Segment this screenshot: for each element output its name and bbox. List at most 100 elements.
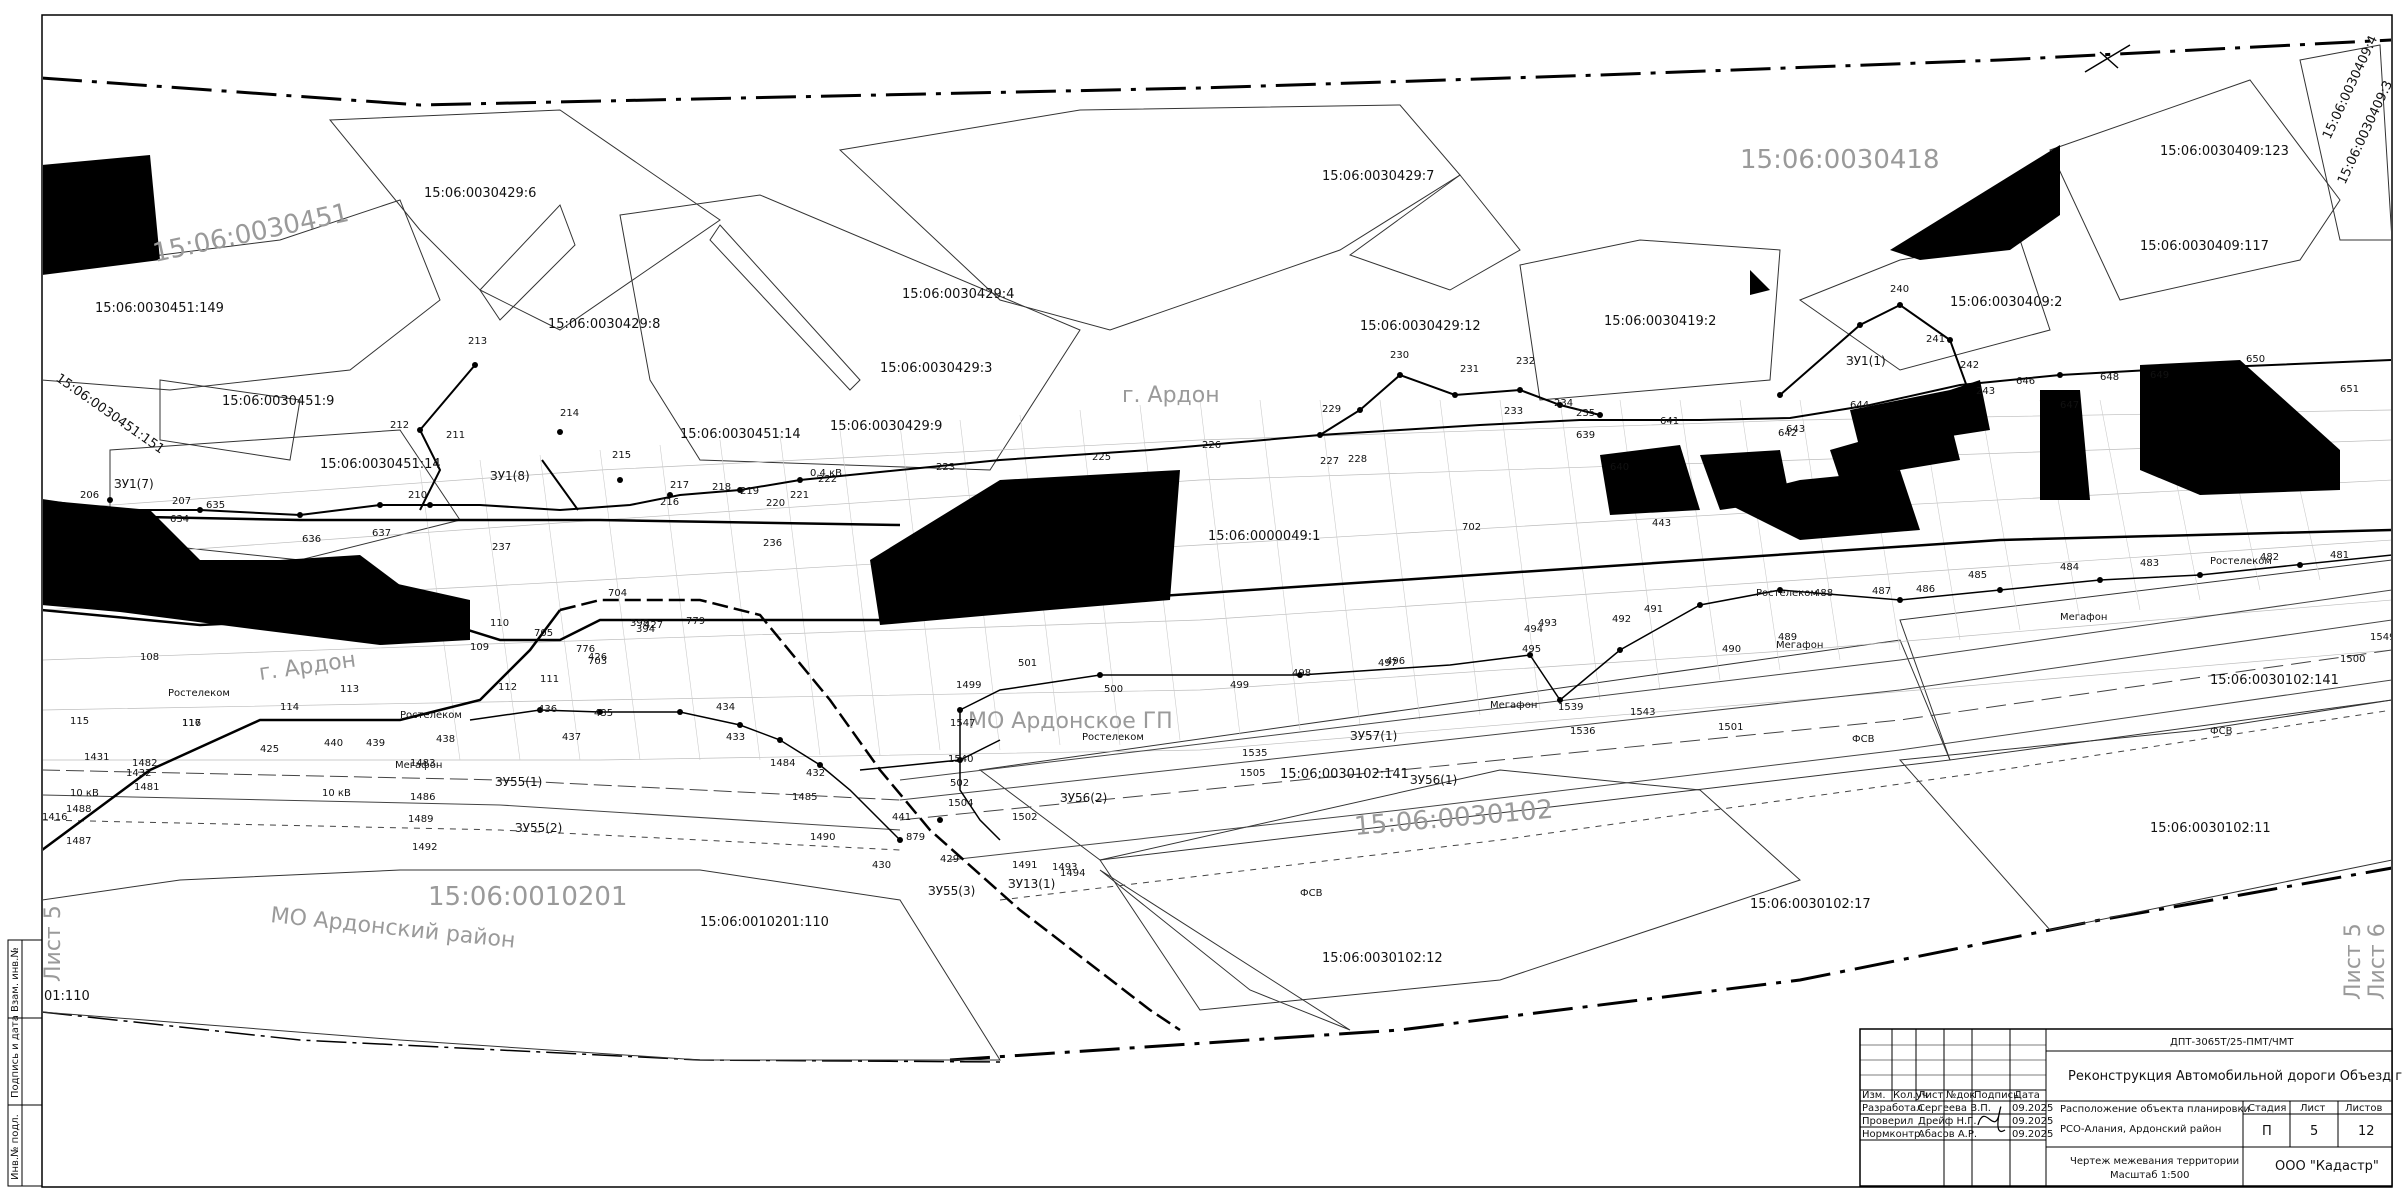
point-number: 1499 xyxy=(956,680,981,691)
utility-label: Ростелеком xyxy=(1082,732,1144,743)
point-number: 210 xyxy=(408,490,427,501)
stamp-stage: П xyxy=(2262,1124,2272,1139)
quarter-label: 15:06:0010201 xyxy=(428,882,627,912)
point-number: 1535 xyxy=(1242,748,1267,759)
stamp-stage-header: Стадия xyxy=(2248,1103,2286,1114)
point-number: 488 xyxy=(1814,588,1833,599)
point-number: 498 xyxy=(1292,668,1311,679)
side-stamp: Взам. инв.№ Подпись и дата Инв.№ подл. xyxy=(7,939,43,1187)
stamp-title: Расположение объекта планировки xyxy=(2060,1104,2250,1115)
point-number: 635 xyxy=(206,500,225,511)
point-number: 1489 xyxy=(408,814,433,825)
utility-label: ФСВ xyxy=(1300,888,1323,899)
stamp-scale: Масштаб 1:500 xyxy=(2110,1170,2190,1181)
point-number: 1504 xyxy=(948,798,973,809)
sheet-mark: Лист 5 xyxy=(2341,923,2366,1000)
point-number: 1432 xyxy=(126,768,151,779)
zone-label: ЗУ55(3) xyxy=(928,884,975,898)
point-number: 485 xyxy=(1968,570,1987,581)
stamp-date: 09.2025 xyxy=(2012,1129,2053,1140)
point-number: 1505 xyxy=(1240,768,1265,779)
utility-label: 10 кВ xyxy=(322,788,351,799)
point-number: 487 xyxy=(1872,586,1891,597)
point-number: 237 xyxy=(492,542,511,553)
point-number: 430 xyxy=(872,860,891,871)
point-number: 230 xyxy=(1390,350,1409,361)
point-number: 1549 xyxy=(2370,632,2395,643)
point-number: 637 xyxy=(372,528,391,539)
point-number: 221 xyxy=(790,490,809,501)
point-number: 1485 xyxy=(792,792,817,803)
utility-label: Мегафон xyxy=(395,760,442,771)
stamp-date: 09.2025 xyxy=(2012,1103,2053,1114)
point-number: 1490 xyxy=(810,832,835,843)
point-number: 1493 xyxy=(1052,862,1077,873)
point-number: 426 xyxy=(588,652,607,663)
point-number: 240 xyxy=(1890,284,1909,295)
point-number: 242 xyxy=(1960,360,1979,371)
point-number: 1539 xyxy=(1558,702,1583,713)
point-number: 489 xyxy=(1778,632,1797,643)
zone-label: ЗУ56(1) xyxy=(1410,773,1457,787)
point-number: 112 xyxy=(498,682,517,693)
point-number: 440 xyxy=(324,738,343,749)
point-number: 634 xyxy=(170,514,189,525)
quarter-label: 15:06:0030451 xyxy=(150,198,351,269)
quarter-label: 15:06:0030102 xyxy=(1353,795,1554,842)
point-number: 502 xyxy=(950,778,969,789)
point-number: 228 xyxy=(1348,454,1367,465)
point-number: 1483 xyxy=(410,758,435,769)
sheet-frame xyxy=(41,14,2393,1188)
point-number: 640 xyxy=(1610,462,1629,473)
point-number: 639 xyxy=(1576,430,1595,441)
point-number: 433 xyxy=(726,732,745,743)
planning-boundary-top xyxy=(43,38,2391,107)
point-number: 429 xyxy=(940,854,959,865)
planning-boundary-bottom xyxy=(949,866,2391,1062)
utility-label: Ростелеком xyxy=(2210,556,2272,567)
utility-label: Ростелеком xyxy=(400,710,462,721)
parcel-label: 15:06:0030451:14 xyxy=(320,457,441,472)
point-number: 114 xyxy=(280,702,299,713)
parcel-outlines xyxy=(43,44,2391,1061)
point-number: 227 xyxy=(1320,456,1339,467)
point-number: 207 xyxy=(172,496,191,507)
parcel-label: 15:06:0030429:12 xyxy=(1360,319,1481,334)
utility-label: ФСВ xyxy=(2210,726,2233,737)
road-corridor-crossgrid xyxy=(419,399,2321,761)
point-number: 651 xyxy=(2340,384,2359,395)
planning-route xyxy=(43,303,2391,517)
utility-labels: Ростелеком Ростелеком Ростелеком Ростеле… xyxy=(70,468,2272,899)
stamp-sheets: 12 xyxy=(2358,1124,2375,1139)
point-number: 496 xyxy=(1386,656,1405,667)
signature-icon xyxy=(1977,1106,2006,1133)
point-number: 231 xyxy=(1460,364,1479,375)
quarter-label: 15:06:0030418 xyxy=(1740,145,1939,175)
point-number: 225 xyxy=(1092,452,1111,463)
point-number: 1416 xyxy=(42,812,67,823)
point-number: 501 xyxy=(1018,658,1037,669)
utility-label: Мегафон xyxy=(1490,700,1537,711)
utility-label: 10 кВ xyxy=(70,788,99,799)
point-number: 1484 xyxy=(770,758,795,769)
road-axis xyxy=(43,513,2391,1032)
zone-label: ЗУ55(2) xyxy=(515,821,562,835)
side-stamp-sign: Подпись и дата xyxy=(10,1015,21,1098)
point-number: 233 xyxy=(1504,406,1523,417)
parcel-label: 15:06:0030419:2 xyxy=(1604,314,1716,329)
point-number: 438 xyxy=(436,734,455,745)
point-number: 703 xyxy=(588,656,607,667)
point-number: 115 xyxy=(70,716,89,727)
area-label: МО Ардонское ГП xyxy=(968,709,1173,734)
point-number: 1491 xyxy=(1012,860,1037,871)
zone-label: ЗУ57(1) xyxy=(1350,729,1397,743)
point-number: 1488 xyxy=(66,804,91,815)
point-number: 435 xyxy=(594,708,613,719)
point-number: 1502 xyxy=(1012,812,1037,823)
stamp-drawing: Чертеж межевания территории xyxy=(2070,1156,2239,1167)
stamp-role: Проверил xyxy=(1862,1116,1913,1127)
point-number: 434 xyxy=(716,702,735,713)
sheet-mark: Лист 6 xyxy=(2365,923,2390,1000)
point-number: 219 xyxy=(740,486,759,497)
